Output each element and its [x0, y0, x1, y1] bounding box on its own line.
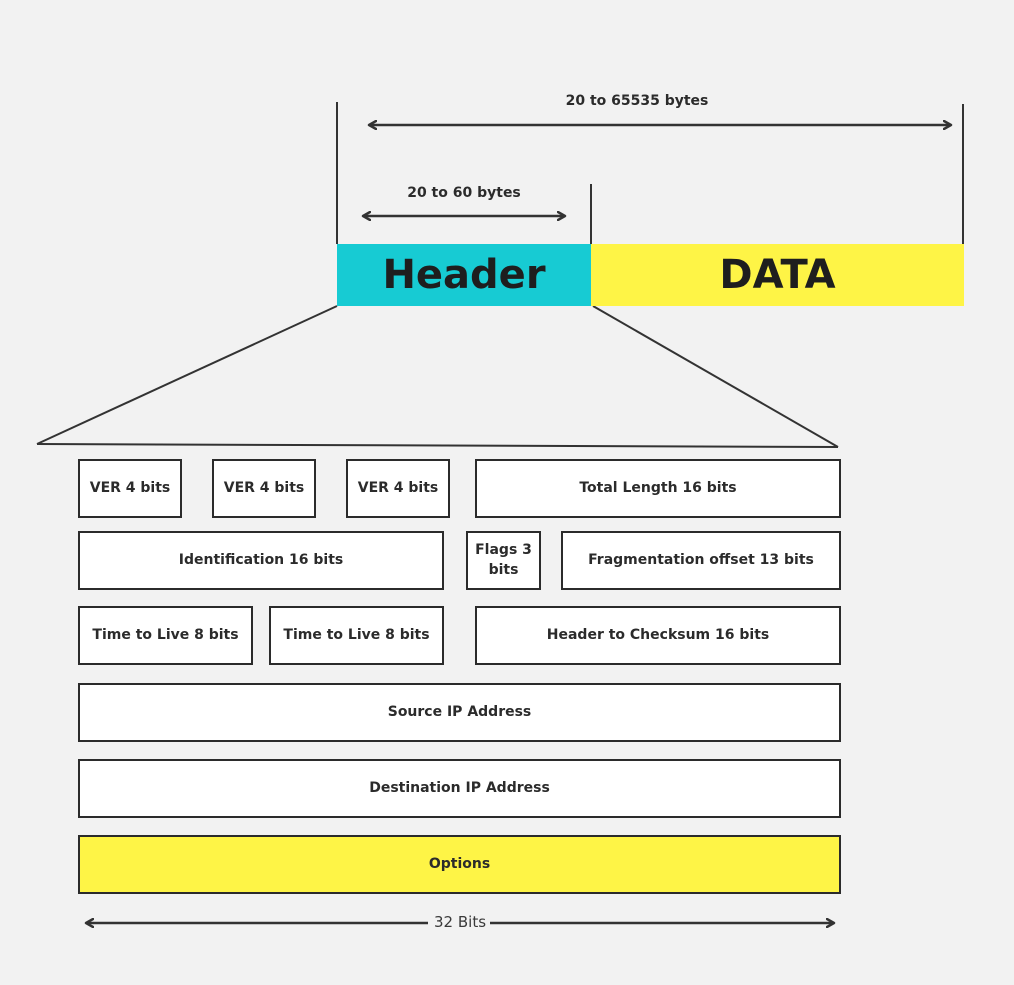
width-32-bits-label: 32 Bits	[430, 913, 491, 931]
header-block: Header	[337, 244, 591, 306]
expand-left-line	[36, 305, 338, 445]
header-checksum-field: Header to Checksum 16 bits	[475, 606, 841, 665]
time-to-live-field: Time to Live 8 bits	[78, 606, 253, 665]
fragmentation-offset-field: Fragmentation offset 13 bits	[561, 531, 841, 590]
version-field: VER 4 bits	[78, 459, 182, 518]
version-field: VER 4 bits	[346, 459, 450, 518]
destination-ip-field: Destination IP Address	[78, 759, 841, 818]
total-length-field: Total Length 16 bits	[475, 459, 841, 518]
total-size-label: 20 to 65535 bytes	[565, 93, 709, 109]
version-field: VER 4 bits	[212, 459, 316, 518]
flags-field: Flags 3 bits	[466, 531, 541, 590]
source-ip-field: Source IP Address	[78, 683, 841, 742]
identification-field: Identification 16 bits	[78, 531, 444, 590]
expand-right-line	[592, 305, 839, 448]
options-field: Options	[78, 835, 841, 894]
time-to-live-field: Time to Live 8 bits	[269, 606, 444, 665]
data-block: DATA	[591, 244, 964, 306]
expand-base-line	[36, 443, 839, 448]
header-size-label: 20 to 60 bytes	[407, 185, 521, 201]
